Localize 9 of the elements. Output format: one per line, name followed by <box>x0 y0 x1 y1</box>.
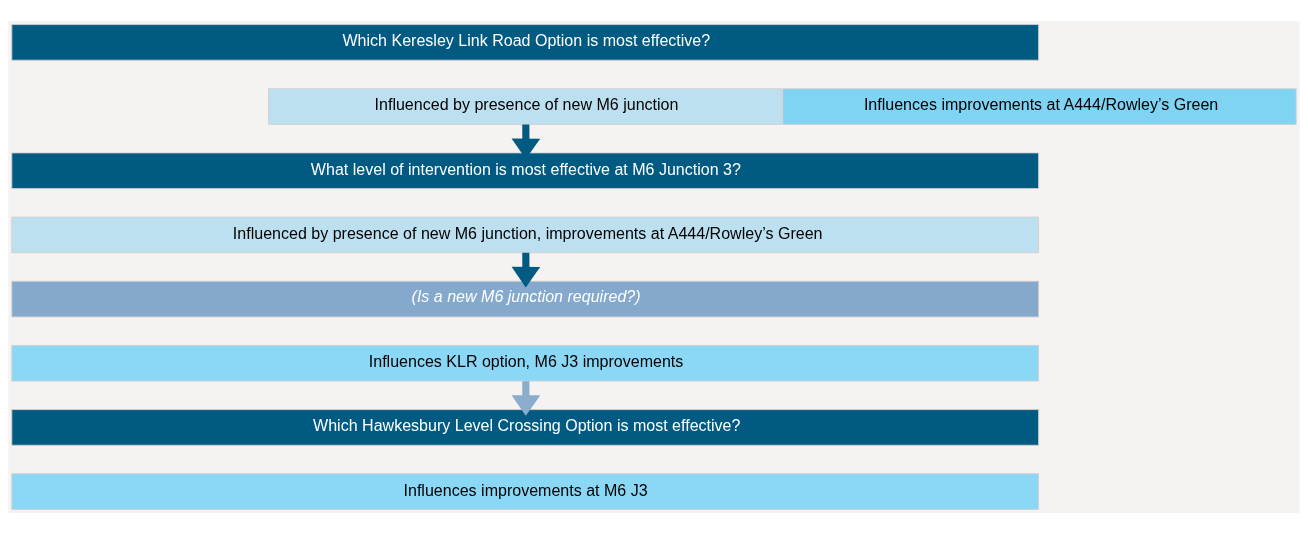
node-box: Influenced by presence of new M6 junction, improvements at A444/Rowley’s Green <box>11 216 1040 253</box>
node-box: Influences improvements at M6 J3 <box>11 472 1040 510</box>
node-box: Influences improvements at A444/Rowley’s Green <box>782 87 1297 125</box>
node-box: What level of intervention is most effective at M6 Junction 3? <box>11 151 1040 189</box>
node-box: Influenced by presence of new M6 junction <box>268 87 783 125</box>
node-box: Which Keresley Link Road Option is most effective? <box>11 23 1040 61</box>
node-box: Influences KLR option, M6 J3 improvements <box>11 344 1040 382</box>
node-box: (Is a new M6 junction required?) <box>11 280 1040 317</box>
node-box: Which Hawkesbury Level Crossing Option is most effective? <box>11 408 1040 446</box>
